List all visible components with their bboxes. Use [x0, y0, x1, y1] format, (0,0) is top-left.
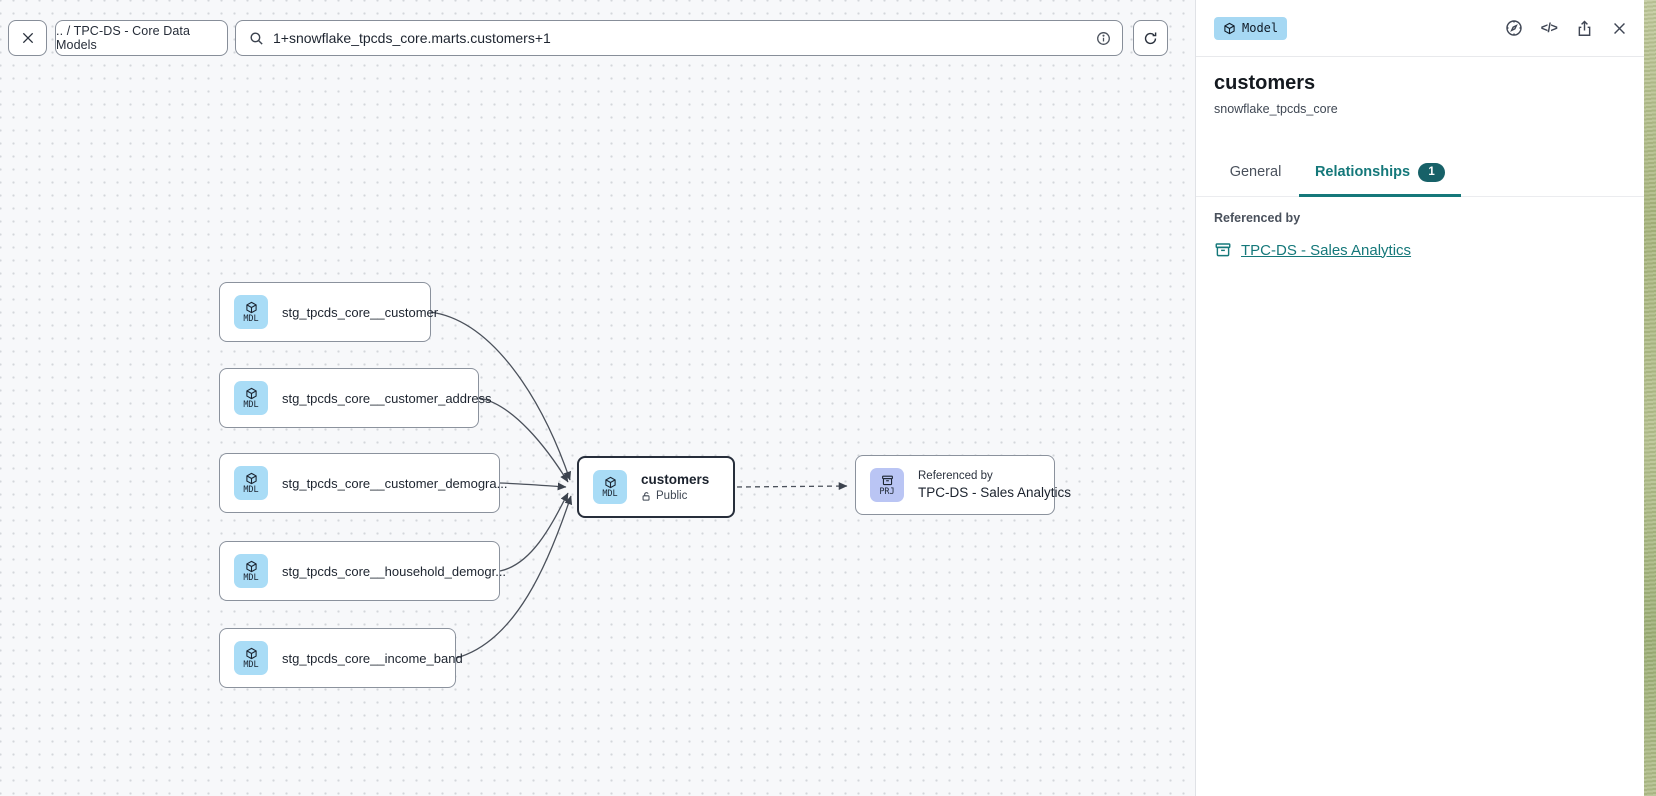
referenced-project-link[interactable]: TPC-DS - Sales Analytics: [1241, 242, 1411, 259]
model-icon-tag: MDL: [243, 661, 258, 670]
tab-relationships-label: Relationships: [1315, 164, 1410, 180]
page-title: customers: [1214, 72, 1315, 95]
share-icon: [1575, 19, 1594, 38]
node-label: customers: [641, 472, 709, 487]
search-icon: [248, 30, 265, 47]
lineage-node-stg-customer-address[interactable]: MDL stg_tpcds_core__customer_address: [219, 368, 479, 428]
code-icon: </>: [1541, 21, 1558, 35]
model-icon-tag: MDL: [243, 486, 258, 495]
lineage-node-stg-household-demographics[interactable]: MDL stg_tpcds_core__household_demogr...: [219, 541, 500, 601]
lineage-edges: [0, 0, 1195, 796]
details-panel-header: Model </>: [1196, 0, 1644, 57]
close-icon: [1611, 20, 1628, 37]
model-icon-tag: MDL: [243, 401, 258, 410]
model-icon: MDL: [234, 641, 268, 675]
lineage-node-stg-customer[interactable]: MDL stg_tpcds_core__customer: [219, 282, 431, 342]
model-icon-tag: MDL: [602, 490, 617, 499]
node-kicker: Referenced by: [918, 470, 1071, 482]
model-icon: MDL: [234, 295, 268, 329]
tab-general-label: General: [1230, 164, 1282, 180]
lineage-canvas[interactable]: MDL stg_tpcds_core__customer MDL stg_tpc…: [0, 0, 1195, 796]
node-visibility: Public: [641, 490, 709, 502]
search-input[interactable]: [273, 30, 1087, 46]
model-icon: MDL: [234, 466, 268, 500]
view-code-button[interactable]: </>: [1538, 17, 1560, 39]
model-icon: MDL: [593, 470, 627, 504]
model-icon: MDL: [234, 554, 268, 588]
node-label: stg_tpcds_core__customer: [282, 305, 438, 320]
tab-general[interactable]: General: [1212, 148, 1299, 196]
node-label: stg_tpcds_core__income_band: [282, 651, 463, 666]
breadcrumb[interactable]: .. / TPC-DS - Core Data Models: [55, 20, 228, 56]
info-icon[interactable]: [1095, 30, 1112, 47]
lineage-search: [235, 20, 1123, 56]
close-icon: [20, 30, 36, 46]
relationships-count-badge: 1: [1418, 163, 1445, 182]
tab-relationships[interactable]: Relationships 1: [1299, 148, 1461, 196]
node-label: stg_tpcds_core__customer_address: [282, 391, 492, 406]
project-icon: PRJ: [870, 468, 904, 502]
project-icon-tag: PRJ: [879, 488, 894, 497]
close-panel-button[interactable]: [1608, 17, 1630, 39]
resource-type-label: Model: [1242, 21, 1278, 35]
node-visibility-label: Public: [656, 490, 687, 502]
panel-actions: </>: [1503, 17, 1630, 39]
node-label: stg_tpcds_core__customer_demogra...: [282, 476, 507, 491]
unlock-icon: [641, 491, 652, 502]
desktop-wallpaper-strip: [1644, 0, 1656, 796]
refresh-icon: [1142, 30, 1159, 47]
schema-subtitle: snowflake_tpcds_core: [1214, 102, 1338, 116]
lineage-node-stg-customer-demographics[interactable]: MDL stg_tpcds_core__customer_demogra...: [219, 453, 500, 513]
lineage-node-stg-income-band[interactable]: MDL stg_tpcds_core__income_band: [219, 628, 456, 688]
referenced-project-link-row[interactable]: TPC-DS - Sales Analytics: [1214, 241, 1411, 259]
close-lineage-button[interactable]: [8, 20, 47, 56]
model-icon: MDL: [234, 381, 268, 415]
panel-tabs: General Relationships 1: [1196, 148, 1644, 197]
lineage-node-customers-selected[interactable]: MDL customers Public: [577, 456, 735, 518]
model-cube-icon: [1223, 22, 1236, 35]
compass-icon: [1504, 18, 1524, 38]
node-label: stg_tpcds_core__household_demogr...: [282, 564, 506, 579]
refresh-lineage-button[interactable]: [1133, 20, 1168, 56]
explore-lineage-button[interactable]: [1503, 17, 1525, 39]
model-icon-tag: MDL: [243, 574, 258, 583]
share-button[interactable]: [1573, 17, 1595, 39]
model-icon-tag: MDL: [243, 315, 258, 324]
project-archive-icon: [1214, 241, 1232, 259]
breadcrumb-label: .. / TPC-DS - Core Data Models: [56, 24, 227, 52]
node-label: TPC-DS - Sales Analytics: [918, 485, 1071, 500]
lineage-node-project-sales-analytics[interactable]: PRJ Referenced by TPC-DS - Sales Analyti…: [855, 455, 1055, 515]
details-panel: Model </>: [1195, 0, 1644, 796]
referenced-by-section-label: Referenced by: [1214, 211, 1300, 225]
resource-type-badge: Model: [1214, 17, 1287, 40]
